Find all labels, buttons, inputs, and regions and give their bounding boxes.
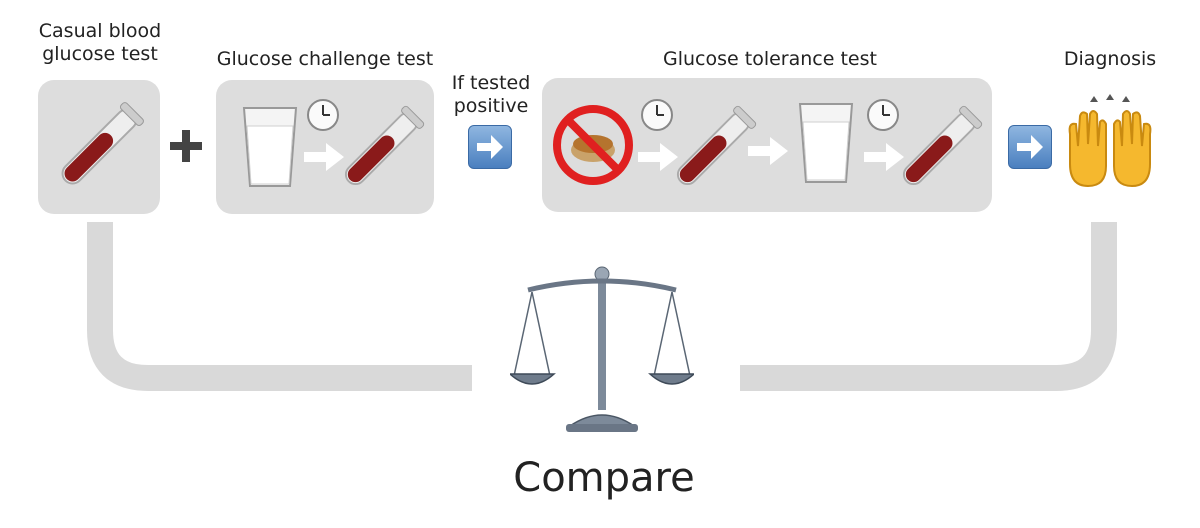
- right-arrow-icon: [638, 143, 678, 171]
- clock-icon: [641, 99, 673, 131]
- casual-blood-test-label: Casual blood glucose test: [38, 20, 162, 65]
- clock-icon: [307, 99, 339, 131]
- blood-test-tube-icon: [676, 105, 757, 186]
- blood-test-tube-icon: [61, 102, 144, 185]
- plus-icon: [170, 130, 202, 162]
- if-tested-positive-label: If tested positive: [451, 72, 531, 117]
- right-arrow-button-icon: [468, 125, 512, 169]
- raised-hands-icon: [1068, 94, 1152, 188]
- milk-glass-icon: [242, 107, 298, 187]
- tolerance-test-box: [542, 78, 992, 212]
- blood-test-tube-icon: [902, 105, 983, 186]
- glucose-challenge-label: Glucose challenge test: [216, 48, 434, 70]
- blood-test-tube-icon: [344, 105, 425, 186]
- milk-glass-icon: [798, 103, 854, 183]
- balance-scale-icon: [510, 266, 694, 432]
- right-arrow-icon: [748, 137, 788, 165]
- right-arrow-icon: [864, 143, 904, 171]
- glucose-tolerance-label: Glucose tolerance test: [663, 48, 877, 70]
- compare-label: Compare: [513, 455, 695, 501]
- clock-icon: [867, 99, 899, 131]
- no-food-icon: [553, 105, 633, 185]
- right-arrow-button-icon: [1008, 125, 1052, 169]
- right-arrow-icon: [304, 143, 344, 171]
- diagnosis-label: Diagnosis: [1063, 48, 1157, 70]
